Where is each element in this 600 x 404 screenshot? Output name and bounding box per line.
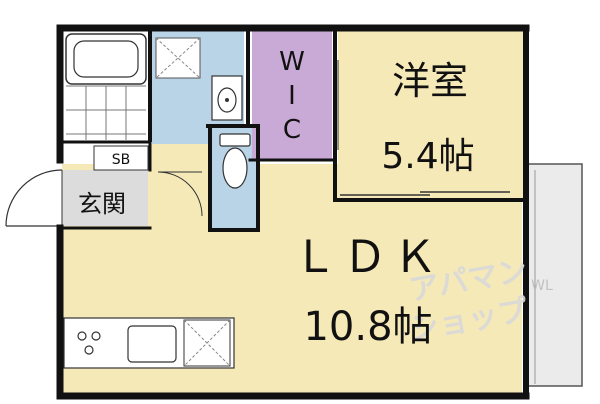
bathtub <box>65 33 147 85</box>
ldk-size: 10.8帖 <box>303 304 432 350</box>
shoe-box-label: SB <box>112 152 131 168</box>
wic-letter-w: W <box>279 47 305 77</box>
balcony <box>523 163 583 387</box>
entrance-door <box>0 160 63 228</box>
sliding-doors <box>337 60 510 196</box>
ldk-name: ＬＤＫ <box>293 232 443 283</box>
bath-tiles <box>66 85 146 140</box>
wic-floor <box>252 30 332 160</box>
western-room-name: 洋室 <box>392 59 468 103</box>
entrance-floor <box>62 170 148 226</box>
western-room-size: 5.4帖 <box>381 136 474 177</box>
toilet-bowl <box>219 133 251 189</box>
hall-door <box>157 171 203 217</box>
wic-letter-i: I <box>288 81 296 111</box>
shoe-box <box>93 145 149 171</box>
walls <box>56 24 530 400</box>
washing-machine-pan <box>155 37 201 79</box>
wash-basin <box>211 75 243 121</box>
entrance-label: 玄関 <box>78 190 126 218</box>
hall-floor <box>150 144 210 228</box>
western-room-floor <box>338 30 524 200</box>
watermark-side: WL <box>531 278 553 294</box>
wic-letter-c: C <box>283 115 301 145</box>
kitchen-counter <box>63 317 235 369</box>
